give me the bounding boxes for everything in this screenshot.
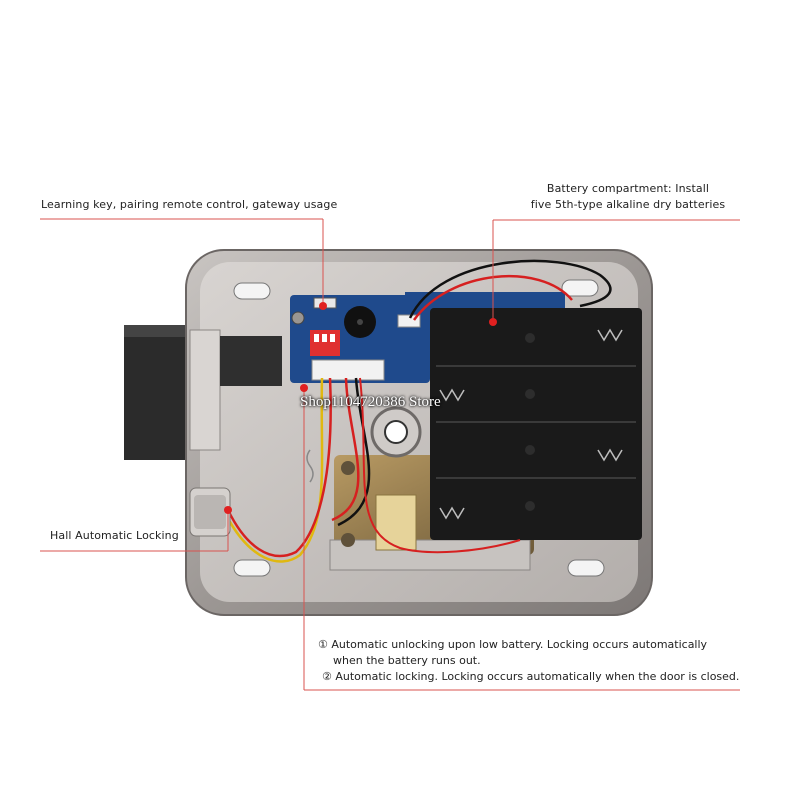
callout-battery-line2: five 5th-type alkaline dry batteries bbox=[530, 198, 726, 211]
pointer-dot bbox=[489, 318, 497, 326]
mount-hole bbox=[561, 279, 599, 297]
mount-hole bbox=[567, 559, 605, 577]
note-1-line-1: ① Automatic unlocking upon low battery. … bbox=[318, 638, 708, 651]
pointer-dot bbox=[319, 302, 327, 310]
note-1-line-2: when the battery runs out. bbox=[333, 654, 481, 667]
store-watermark: Shop1104720386 Store bbox=[300, 394, 441, 410]
pointer-dot bbox=[224, 506, 232, 514]
callout-learning-key: Learning key, pairing remote control, ga… bbox=[41, 198, 338, 211]
battery-holder bbox=[430, 308, 642, 540]
dip-switch bbox=[310, 330, 340, 356]
note-2: ② Automatic locking. Locking occurs auto… bbox=[322, 670, 740, 683]
callout-lines bbox=[40, 218, 740, 691]
latch-bolt bbox=[124, 325, 190, 460]
callout-battery-line1: Battery compartment: Install bbox=[546, 182, 710, 195]
pointer-dot bbox=[300, 384, 308, 392]
mount-hole bbox=[233, 559, 271, 577]
callout-hall-locking: Hall Automatic Locking bbox=[50, 529, 179, 542]
mount-hole bbox=[233, 282, 271, 300]
